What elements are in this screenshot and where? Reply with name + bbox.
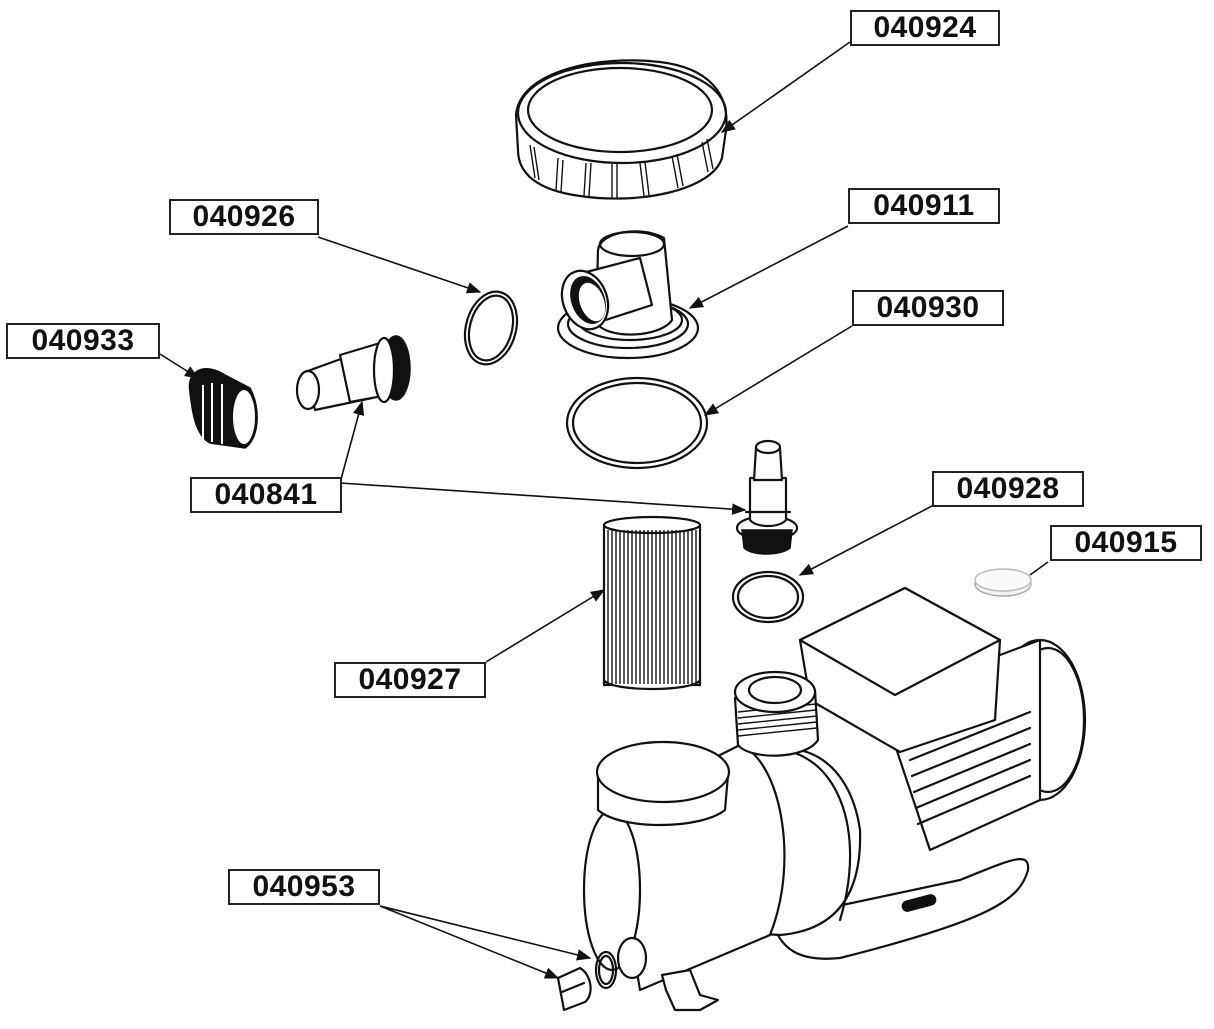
elbow-fitting-part — [556, 230, 700, 360]
part-label-elbow: 040911 — [848, 188, 1000, 224]
part-label-disc: 040915 — [1050, 525, 1202, 561]
part-label-union-nut: 040933 — [6, 323, 160, 359]
union-nut-part — [188, 367, 258, 449]
large-oring-part — [565, 376, 709, 470]
part-label-adapter-oring: 040928 — [932, 471, 1084, 507]
part-label-lid: 040924 — [850, 10, 1000, 46]
leader-lines — [159, 41, 1049, 979]
strainer-basket-part — [602, 515, 702, 691]
part-label-small-oring: 040926 — [169, 199, 319, 235]
drain-plug-part — [556, 950, 618, 1012]
adapter-oring-part — [731, 570, 805, 624]
small-oring-part — [463, 290, 519, 366]
pump-body-part — [582, 586, 1087, 1012]
strainer-lid-part — [514, 59, 728, 200]
part-label-large-oring: 040930 — [852, 290, 1004, 326]
disc-component-part — [974, 568, 1032, 597]
part-label-hose-adapter: 040841 — [190, 477, 342, 513]
part-label-strainer-basket: 040927 — [334, 662, 486, 698]
hose-adapter-vertical-part — [735, 439, 799, 555]
part-label-drain-plug: 040953 — [228, 869, 380, 905]
hose-adapter-left-part — [295, 335, 411, 412]
